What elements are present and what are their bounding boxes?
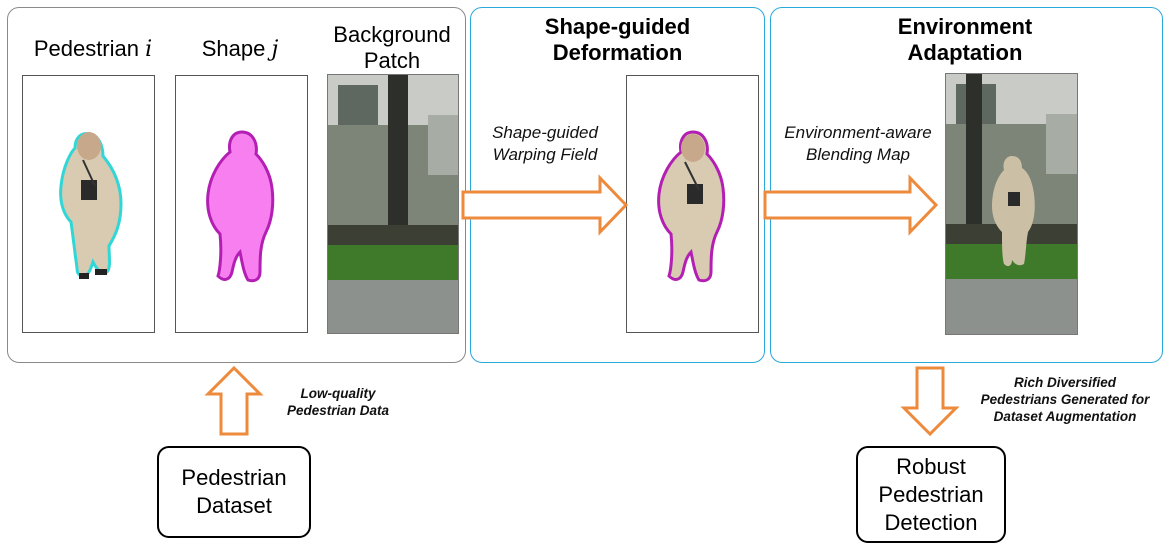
shape-silhouette-icon [206, 130, 275, 283]
rich-diversified-note: Rich Diversified Pedestrians Generated f… [980, 375, 1150, 424]
deformed-figure-icon [657, 130, 726, 283]
blended-result-image [945, 73, 1078, 335]
deformation-title: Shape-guided Deformation [544, 14, 691, 65]
deformed-pedestrian-image [626, 75, 759, 333]
shape-image [175, 75, 308, 333]
environment-title: Environment Adaptation [897, 14, 1033, 65]
background-patch-image [327, 74, 459, 334]
blended-scene-icon [946, 74, 1077, 334]
low-quality-note: Low-quality Pedestrian Data [286, 386, 390, 418]
pedestrian-label: Pedestrian i [33, 36, 153, 62]
arrow-dataset-to-input [204, 365, 264, 436]
arrow-output-to-detection [900, 366, 960, 437]
shape-index: j [271, 37, 279, 62]
robust-detection-node: Robust Pedestrian Detection [856, 446, 1006, 543]
warping-field-label: Shape-guided Warping Field [492, 123, 598, 164]
pedestrian-image [22, 75, 155, 333]
shape-label: Shape j [201, 36, 279, 62]
background-patch-label: Background Patch [333, 22, 451, 73]
pedestrian-index: i [145, 37, 153, 62]
pedestrian-figure-icon [59, 132, 123, 279]
street-scene-icon [328, 75, 458, 333]
blending-map-label: Environment-aware Blending Map [784, 123, 932, 164]
pedestrian-dataset-node: Pedestrian Dataset [157, 446, 311, 538]
